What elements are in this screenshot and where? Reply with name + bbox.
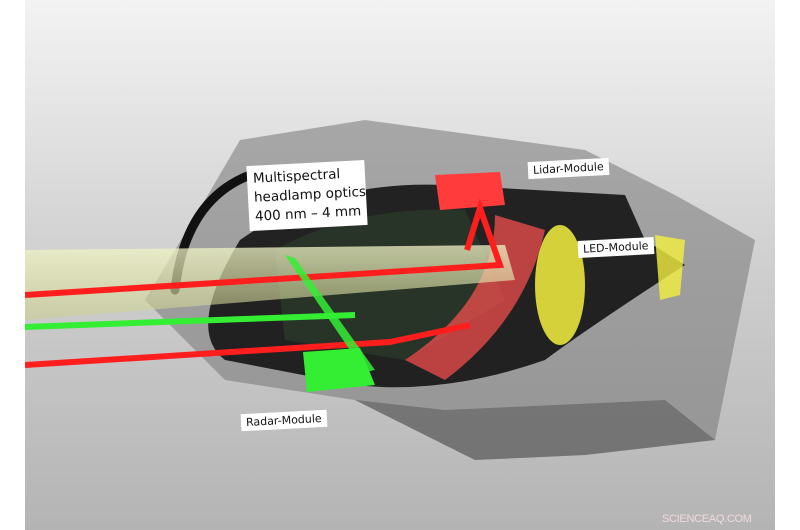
reflector bbox=[405, 215, 545, 380]
radar-mirror bbox=[285, 255, 375, 372]
headlamp-render bbox=[25, 0, 775, 530]
label-line: 400 nm – 4 mm bbox=[254, 203, 362, 225]
lidar-ray-upper bbox=[25, 198, 505, 298]
radar-module bbox=[303, 348, 375, 392]
lens bbox=[535, 225, 585, 345]
lidar-ray-lower bbox=[25, 322, 471, 368]
headlamp-optics-label: Multispectral headlamp optics 400 nm – 4… bbox=[246, 159, 368, 232]
lidar-module bbox=[435, 172, 505, 210]
radar-ray bbox=[25, 312, 356, 330]
housing-bottom bbox=[355, 400, 715, 460]
watermark: SCIENCEAQ.COM bbox=[662, 513, 752, 525]
led-module bbox=[655, 235, 685, 300]
